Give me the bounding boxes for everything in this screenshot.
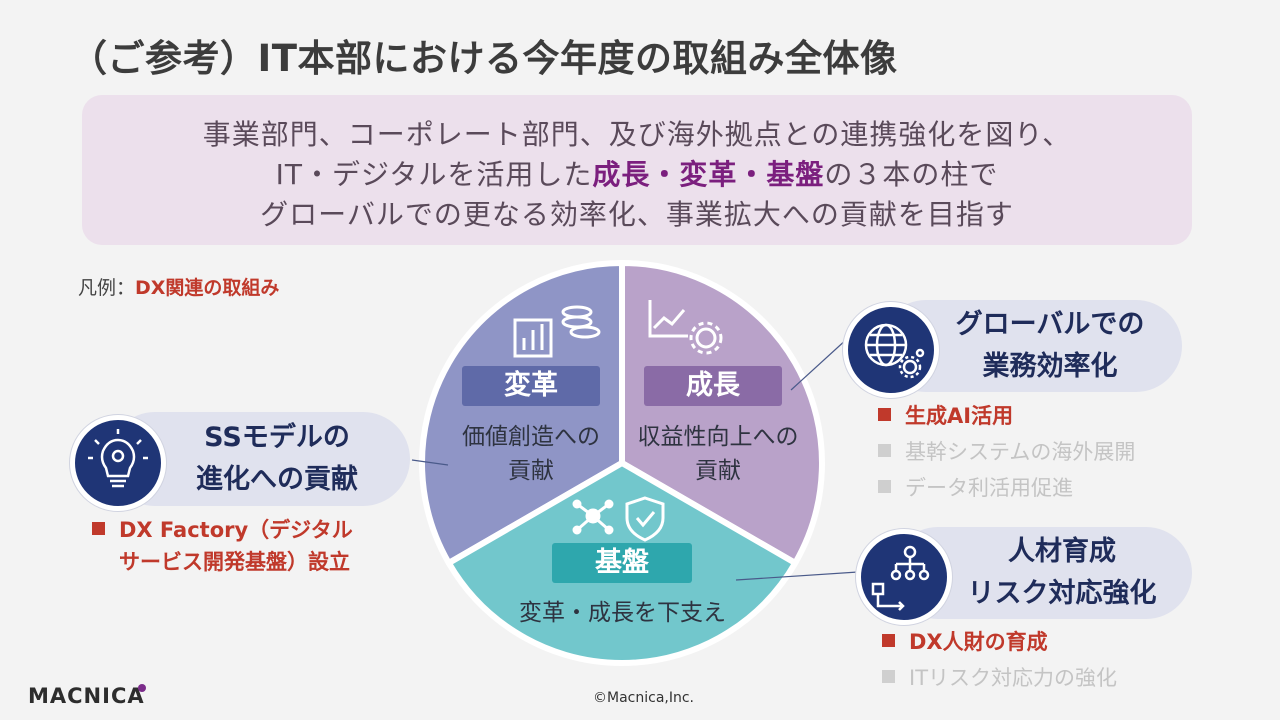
seichou-label: 成長 [644,366,782,406]
henkaku-body-line2: 貢献 [508,458,554,484]
org-chart-icon [871,545,930,611]
list-item: DX Factory（デジタル [92,514,353,546]
bullet-square-icon [882,634,895,647]
list-item: 生成AI活用 [878,400,1135,432]
bullet-text: サービス開発基盤）設立 [119,550,350,574]
lightbulb-gear-icon [88,429,148,488]
bullet-text: データ利活用促進 [905,476,1073,500]
global-efficiency-title: グローバルでの 業務効率化 [932,304,1168,388]
banner-line-2: IT・デジタルを活用した成長・変革・基盤の３本の柱で [82,153,1192,193]
bullet-square-icon [878,408,891,421]
global-efficiency-title-line1: グローバルでの [955,309,1145,340]
bullet-square-icon [92,522,105,535]
globe-gears-icon [864,323,925,379]
bullet-text: 基幹システムの海外展開 [905,440,1136,464]
ss-model-title-line2: 進化への貢献 [196,464,358,495]
henkaku-segment [419,259,625,568]
global-efficiency-icon-circle [843,302,939,398]
bar-chart-coins-icon [513,305,601,358]
ss-model-title-line1: SSモデルの [204,422,350,453]
seichou-body-line1: 収益性向上への [637,424,799,450]
page-title: （ご参考）IT本部における今年度の取組み全体像 [70,37,898,80]
talent-risk-bullets: DX人財の育成 ITリスク対応力の強化 [882,626,1117,694]
banner-line-2-prefix: IT・デジタルを活用した [275,158,593,191]
network-shield-icon [572,496,665,542]
logo-dot-icon [138,684,146,692]
bullet-text: 生成AI活用 [905,404,1014,428]
talent-risk-title: 人材育成 リスク対応強化 [944,531,1180,615]
copyright: ©Macnica,Inc. [593,690,694,706]
bullet-square-icon [878,444,891,457]
talent-risk-icon-circle [856,529,952,625]
banner-line-1: 事業部門、コーポレート部門、及び海外拠点との連携強化を図り、 [202,118,1072,151]
legend: 凡例：DX関連の取組み [78,273,279,300]
henkaku-body-line1: 価値創造への [462,424,600,450]
banner-line-3: グローバルでの更なる効率化、事業拡大への貢献を目指す [260,198,1014,231]
macnica-logo: MACNICA [28,684,145,708]
trend-gear-icon [648,300,723,355]
talent-risk-title-line1: 人材育成 [1008,536,1116,567]
henkaku-body: 価値創造への貢献 [436,420,626,488]
kiban-label: 基盤 [552,543,692,583]
bullet-text: DX Factory（デジタル [119,518,353,542]
kiban-body: 変革・成長を下支え [519,600,726,626]
bullet-text: DX人財の育成 [909,630,1048,654]
list-item: DX人財の育成 [882,626,1117,658]
talent-risk-title-line2: リスク対応強化 [967,578,1157,609]
ss-model-title: SSモデルの 進化への貢献 [158,417,396,501]
banner-highlight: 成長・変革・基盤 [592,158,825,191]
list-item: ITリスク対応力の強化 [882,662,1117,694]
henkaku-label: 変革 [462,366,600,406]
list-item: サービス開発基盤）設立 [92,546,353,578]
bullet-text: ITリスク対応力の強化 [909,666,1118,690]
legend-dx-label: DX関連の取組み [135,277,280,299]
list-item: データ利活用促進 [878,472,1135,504]
seichou-body: 収益性向上への貢献 [618,420,818,488]
summary-banner: 事業部門、コーポレート部門、及び海外拠点との連携強化を図り、 IT・デジタルを活… [82,95,1192,245]
global-efficiency-title-line2: 業務効率化 [982,351,1118,382]
list-item: 基幹システムの海外展開 [878,436,1135,468]
bullet-square-icon [878,480,891,493]
bullet-square-icon [882,670,895,683]
seichou-body-line2: 貢献 [695,458,741,484]
global-efficiency-bullets: 生成AI活用 基幹システムの海外展開 データ利活用促進 [878,400,1135,504]
banner-line-2-suffix: の３本の柱で [824,158,999,191]
legend-prefix: 凡例： [78,277,136,299]
ss-model-icon-circle [70,415,166,511]
ss-model-bullets: DX Factory（デジタル サービス開発基盤）設立 [92,514,353,578]
